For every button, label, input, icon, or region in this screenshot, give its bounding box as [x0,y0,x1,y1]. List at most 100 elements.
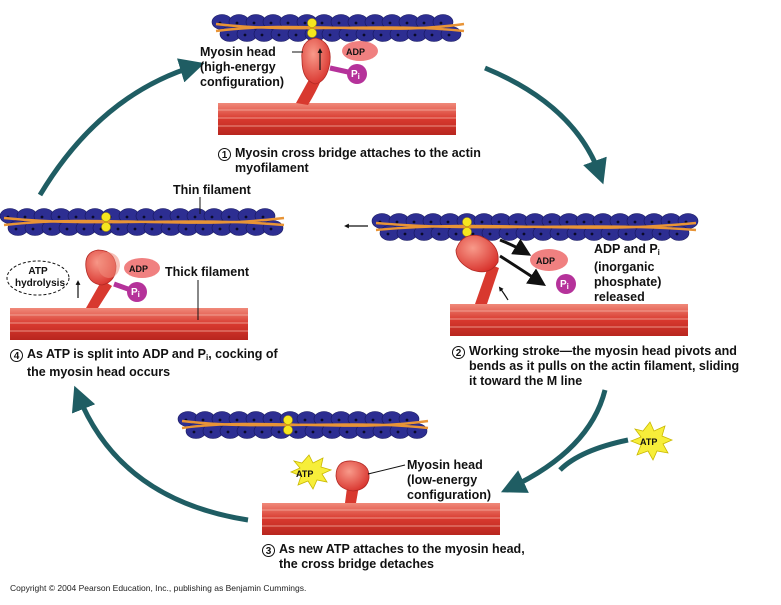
actin-binding-site [252,227,256,231]
troponin [307,28,317,38]
actin-binding-site [192,430,196,434]
adp-molecule-1 [342,41,378,61]
actin-binding-site [277,33,281,37]
actin-binding-site [226,33,230,37]
thin-filament-4 [0,208,285,236]
atp-label-3: ATP [296,469,314,479]
cycle-arrow-2-to-3 [500,389,608,493]
atp-burst-3 [289,454,333,490]
actin-binding-site [269,418,273,422]
actin-binding-site [235,227,239,231]
myosin-neck-2 [475,264,499,304]
actin-binding-site [218,227,222,231]
tropomyosin-strand [215,22,465,33]
adp-label-1: ADP [346,47,366,57]
actin-binding-site [599,220,603,224]
actin-binding-site [74,215,78,219]
thin-filament-2 [371,213,699,241]
actin-binding-site [184,227,188,231]
tropomyosin-strand [181,419,429,430]
actin-binding-site [667,220,671,224]
actin-binding-site [607,232,611,236]
tropomyosin-strand [375,221,697,232]
actin-binding-site [337,21,341,25]
actin-binding-site [218,418,222,422]
actin-binding-site [497,220,501,224]
actin-binding-site [531,220,535,224]
actin-binding-site [269,227,273,231]
actin-binding-site [405,21,409,25]
actin-binding-site [379,33,383,37]
myosin-neck-4 [86,280,112,308]
actin-binding-site [429,220,433,224]
actin-binding-site [320,21,324,25]
actin-binding-site [311,430,315,434]
actin-binding-site [658,232,662,236]
pi-label-1: Pi [351,69,360,81]
actin-binding-site [396,430,400,434]
actin-binding-site [413,430,417,434]
actin-binding-site [388,21,392,25]
actin-binding-site [40,215,44,219]
pi-molecule-2 [556,274,576,294]
pi-label-2: Pi [560,279,569,291]
actin-binding-site [227,215,231,219]
adp-molecule-4 [124,258,160,278]
actin-binding-site [386,232,390,236]
adp-molecule-2 [530,249,568,271]
actin-binding-site [405,418,409,422]
actin-binding-site [413,33,417,37]
actin-binding-site [471,232,475,236]
actin-binding-site [133,227,137,231]
actin-binding-site [420,232,424,236]
pi-molecule-1 [347,64,367,84]
actin-binding-site [454,232,458,236]
label-thick-filament: Thick filament [165,265,250,279]
actin-binding-site [159,215,163,219]
actin-binding-site [48,227,52,231]
actin-binding-site [446,220,450,224]
myosin-head-4-ghost [97,252,120,278]
thin-filament-1 [211,14,465,42]
actin-binding-site [193,215,197,219]
release-arrow-pi [499,254,546,286]
actin-binding-site [539,232,543,236]
actin-binding-site [14,227,18,231]
troponin [101,222,111,232]
actin-binding-site [514,220,518,224]
cycle-arrow-3-to-4 [71,385,249,523]
actin-binding-site [277,430,281,434]
thick-filament-1 [218,103,456,135]
actin-binding-site [488,232,492,236]
actin-binding-site [226,430,230,434]
actin-binding-site [252,418,256,422]
actin-binding-site [565,220,569,224]
actin-binding-site [243,33,247,37]
troponin [307,18,317,28]
atp-entry-arrow [558,437,629,472]
troponin [283,415,293,425]
actin-binding-site [522,232,526,236]
actin-binding-site [556,232,560,236]
actin-binding-site [633,220,637,224]
actin-binding-site [388,418,392,422]
actin-binding-site [303,21,307,25]
troponin [283,425,293,435]
actin-binding-site [142,215,146,219]
actin-binding-site [362,430,366,434]
actin-binding-site [328,33,332,37]
thick-filament-2 [450,304,688,336]
actin-binding-site [396,33,400,37]
actin-binding-site [650,220,654,224]
myosin-head-1 [301,37,331,85]
actin-binding-site [201,418,205,422]
cycle-arrow-1-to-2 [484,65,607,185]
actin-binding-site [235,418,239,422]
actin-binding-site [201,227,205,231]
actin-binding-site [116,227,120,231]
